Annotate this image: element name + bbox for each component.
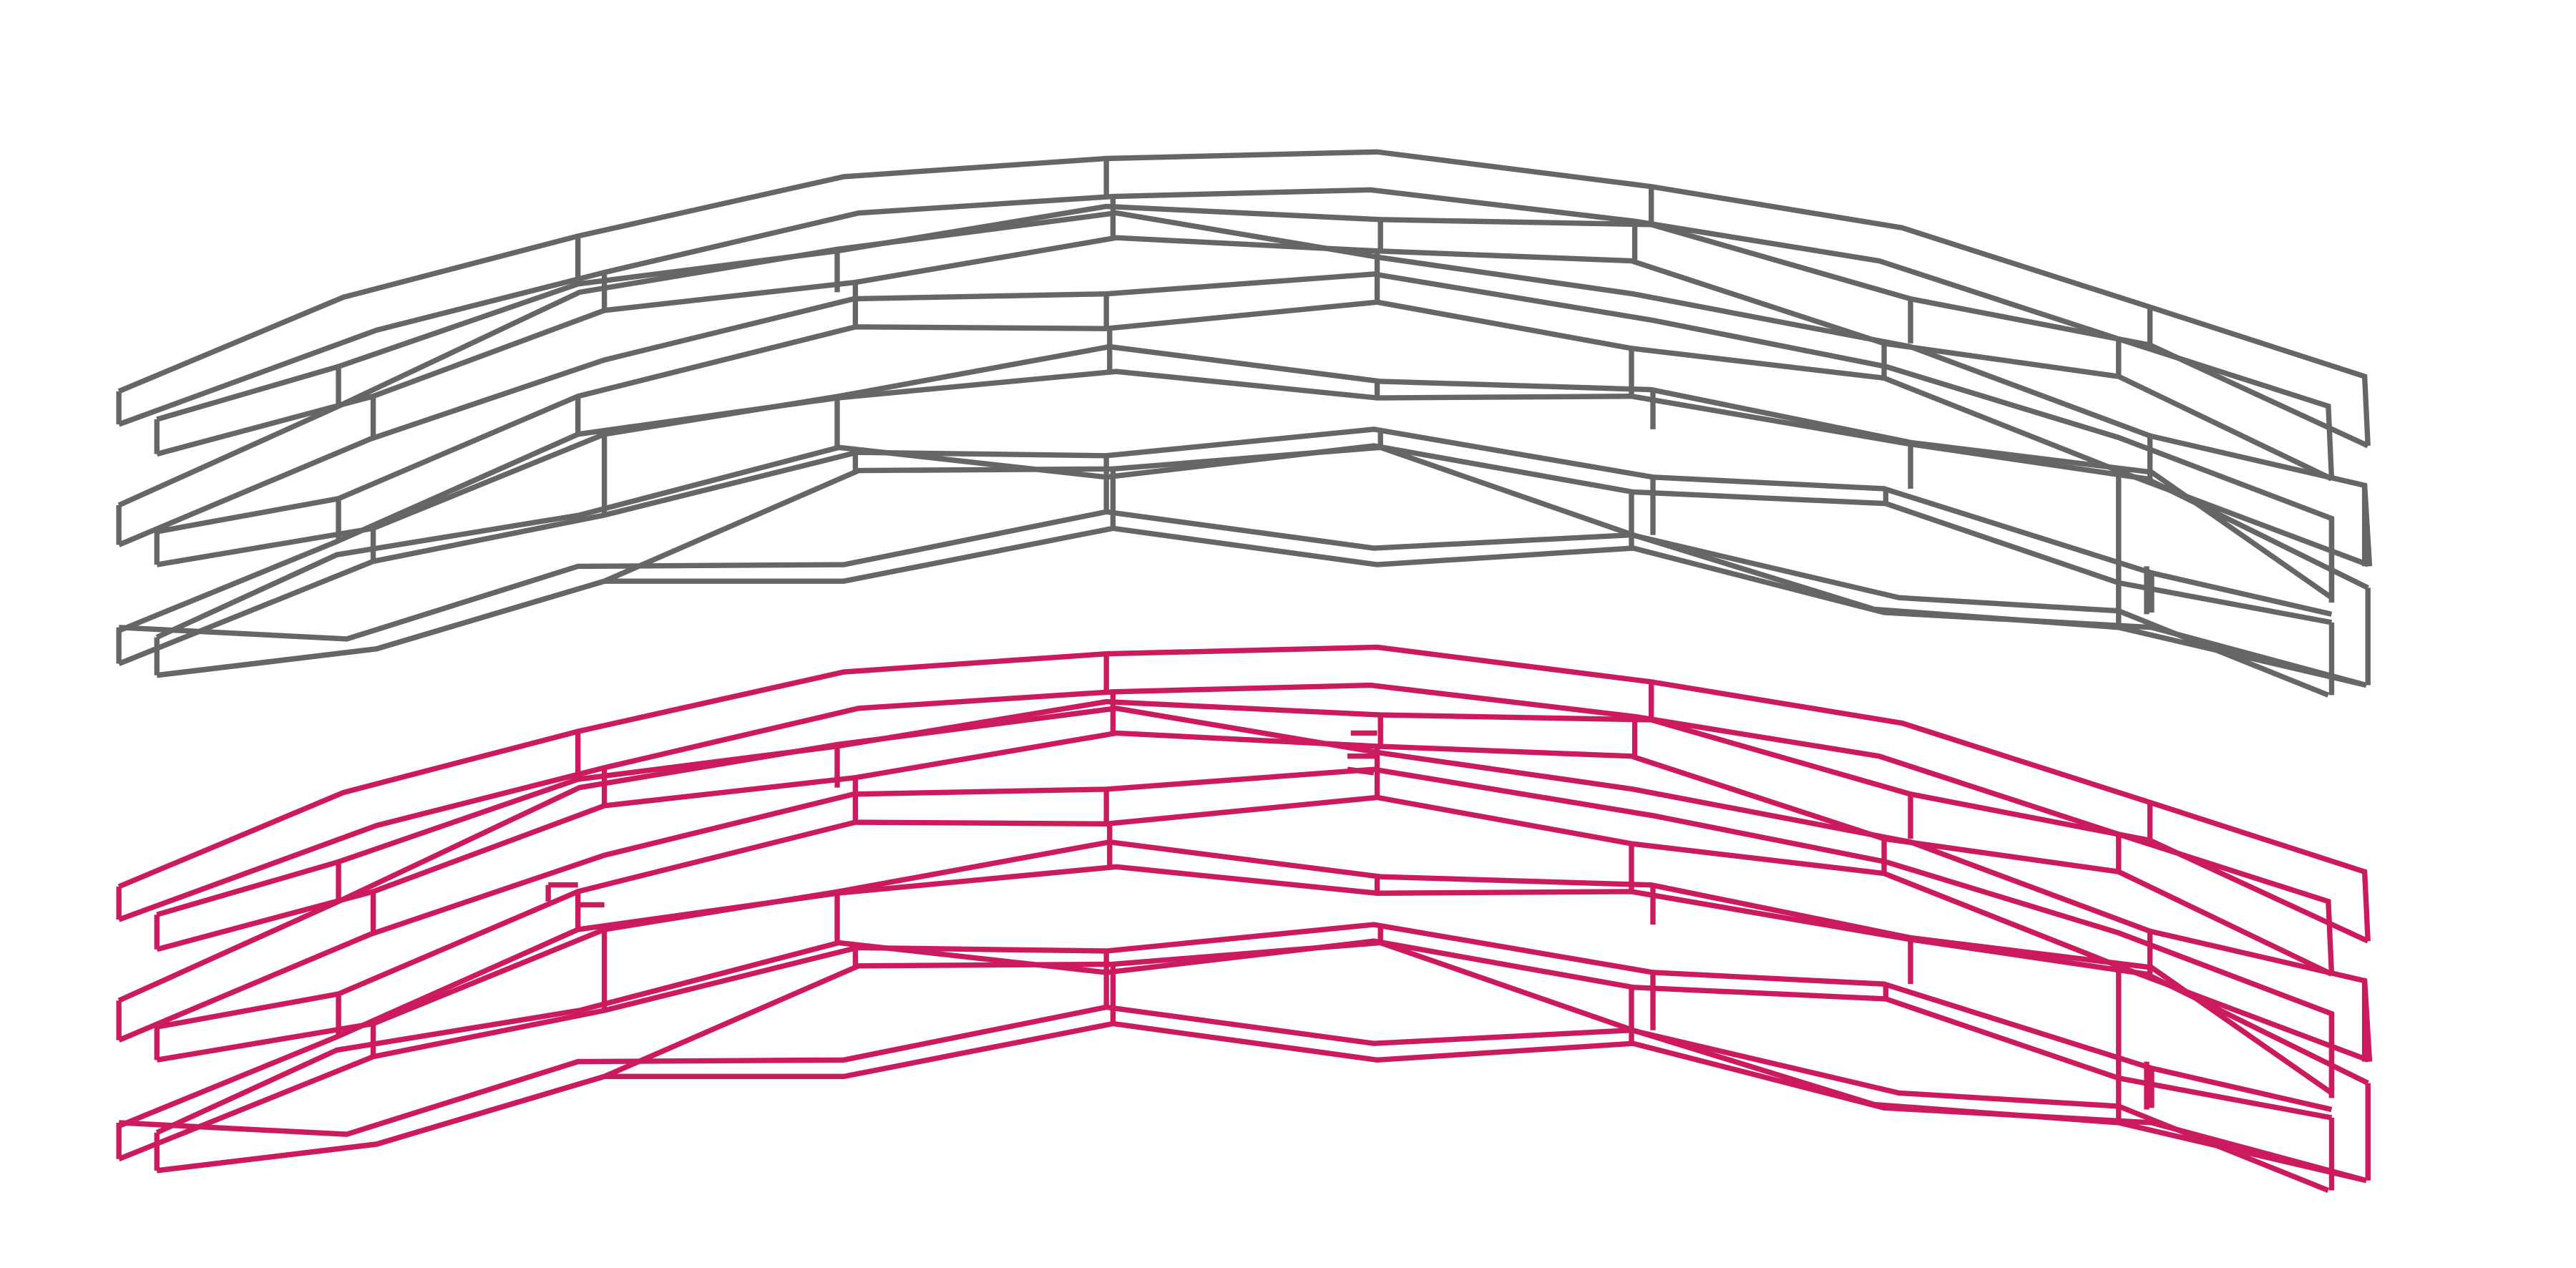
deformed-band-5-upper (155, 938, 2333, 1136)
deformed-base-outer (118, 1004, 2330, 1193)
deformed-band-3-upper (156, 794, 2369, 1063)
deformed-band-2-lower (117, 766, 2335, 1098)
original-wireframe (116, 149, 2373, 698)
original-band-4-lower (117, 426, 2333, 666)
original-band-1-lower (156, 235, 2333, 482)
deformed-top-arch-outer (117, 644, 2371, 942)
original-base-outer (118, 509, 2330, 698)
original-top-arch-outer (117, 149, 2371, 447)
original-base-edge-inner (156, 525, 2367, 688)
deformed-band-4-lower (117, 922, 2333, 1162)
original-band-2-upper (117, 210, 2373, 567)
original-band-2-lower (117, 271, 2335, 603)
deformed-wireframe (116, 644, 2373, 1193)
deformed-kink-3 (1347, 766, 1375, 776)
deformed-band-1-lower (156, 730, 2333, 977)
original-band-1-upper (156, 203, 2369, 449)
original-band-5-upper (155, 443, 2333, 640)
deformed-band-1-upper (156, 698, 2369, 944)
deformed-band-2-upper (117, 706, 2373, 1062)
original-band-3-upper (156, 299, 2369, 567)
original-band-4-upper (117, 369, 2369, 633)
deformed-band-4-upper (117, 864, 2369, 1128)
original-band-3-lower (156, 343, 2333, 600)
deformed-band-3-lower (156, 839, 2333, 1096)
deformed-base-edge-inner (156, 1020, 2367, 1184)
